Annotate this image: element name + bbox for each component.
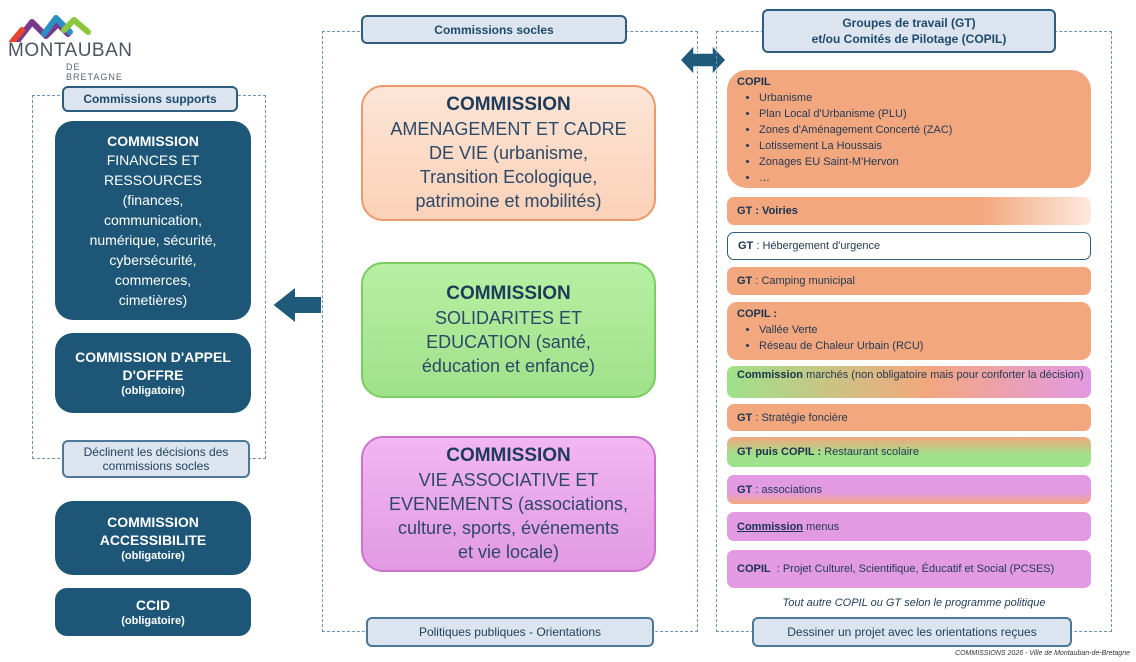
copil-vallee-verte: COPIL : Vallée Verte Réseau de Chaleur U… — [727, 302, 1091, 360]
gt-voiries: GT : Voiries — [727, 197, 1091, 225]
gt-camping: GT : Camping municipal — [727, 267, 1091, 295]
accessibilite-title: COMMISSION — [107, 514, 199, 530]
copil-label: COPIL — [737, 563, 771, 575]
commission-solidarites: COMMISSION SOLIDARITES ET EDUCATION (san… — [361, 262, 656, 398]
solidarites-title: COMMISSION — [446, 283, 571, 304]
commission-appel-offre: COMMISSION D'APPEL D'OFFRE (obligatoire) — [55, 333, 251, 413]
copil-label: COPIL : — [737, 308, 778, 320]
copil-pcses-detail: : Projet Culturel, Scientifique, Éducati… — [770, 563, 1055, 575]
gt-strategie-text: : Stratégie foncière — [752, 411, 848, 424]
gt-label: GT — [737, 411, 753, 424]
commission-menus-text: menus — [803, 520, 840, 533]
finances-line: cimetières) — [118, 291, 188, 308]
double-arrow-icon — [678, 43, 728, 77]
finances-line: FINANCES ET — [106, 151, 200, 168]
commission-finances: COMMISSION FINANCES ET RESSOURCES (finan… — [55, 121, 251, 320]
logo-name: MONTAUBAN — [8, 40, 133, 61]
groupes-footer: Dessiner un projet avec les orientations… — [752, 617, 1072, 647]
commission-marches-detail: marchés (non obligatoire mais pour confo… — [803, 369, 1084, 381]
gt-restaurant-scolaire: GT puis COPIL : Restaurant scolaire — [727, 437, 1091, 467]
appel-title: COMMISSION D'APPEL — [75, 349, 231, 365]
page-footer: COMMISSIONS 2026 - Ville de Montauban-de… — [955, 650, 1130, 657]
solidarites-line: EDUCATION (santé, — [426, 332, 591, 352]
solidarites-line: éducation et enfance) — [421, 356, 596, 376]
copil-label: COPIL — [737, 76, 771, 88]
logo: MONTAUBAN DE BRETAGNE — [8, 12, 138, 82]
copil-pcses-text: COPIL : Projet Culturel, Scientifique, É… — [737, 562, 1077, 576]
gt-label: GT — [737, 275, 753, 287]
groupes-note: Tout autre COPIL ou GT selon le programm… — [782, 597, 1046, 609]
copil-vallee-list: Vallée Verte Réseau de Chaleur Urbain (R… — [737, 322, 1091, 354]
logo-subtitle: DE BRETAGNE — [66, 62, 123, 82]
groupes-header-line: Groupes de travail (GT) — [842, 16, 976, 30]
gt-restaurant-text: Restaurant scolaire — [821, 446, 919, 458]
finances-line: cybersécurité, — [109, 251, 197, 268]
amenagement-line: patrimoine et mobilités) — [415, 191, 602, 211]
commission-ccid: CCID (obligatoire) — [55, 588, 251, 636]
appel-title: D'OFFRE — [122, 367, 184, 383]
commission-label: Commission — [737, 520, 804, 533]
list-item: Vallée Verte — [759, 322, 1091, 338]
gt-associations-text: : associations — [752, 483, 822, 496]
vie-associative-line: culture, sports, événements — [397, 518, 620, 538]
finances-line: commerces, — [114, 271, 192, 288]
vie-associative-line: EVENEMENTS (associations, — [388, 494, 629, 514]
list-item: Urbanisme — [759, 90, 1091, 106]
amenagement-title: COMMISSION — [446, 94, 571, 115]
gt-copil-label: GT puis COPIL : — [737, 446, 822, 458]
finances-line: (finances, — [122, 191, 184, 208]
supports-footer: Déclinent les décisions des commissions … — [62, 440, 250, 478]
appel-note: (obligatoire) — [121, 385, 185, 397]
groupes-header-line: et/ou Comités de Pilotage (COPIL) — [811, 32, 1007, 46]
amenagement-line: DE VIE (urbanisme, — [428, 143, 589, 163]
gt-voiries-label: GT : Voiries — [737, 205, 798, 217]
finances-title: COMMISSION — [107, 132, 199, 149]
list-item: Plan Local d'Urbanisme (PLU) — [759, 106, 1091, 122]
solidarites-line: SOLIDARITES ET — [434, 308, 583, 328]
vie-associative-title: COMMISSION — [446, 445, 571, 466]
commission-accessibilite: COMMISSION ACCESSIBILITE (obligatoire) — [55, 501, 251, 575]
vie-associative-line: et vie locale) — [457, 542, 560, 562]
finances-line: RESSOURCES — [103, 171, 203, 188]
copil-urbanisme: COPIL Urbanisme Plan Local d'Urbanisme (… — [727, 70, 1091, 188]
copil-urbanisme-list: Urbanisme Plan Local d'Urbanisme (PLU) Z… — [737, 90, 1091, 186]
commission-label: Commission — [737, 369, 804, 381]
vie-associative-line: VIE ASSOCIATIVE ET — [418, 470, 599, 490]
socles-footer: Politiques publiques - Orientations — [366, 617, 654, 647]
commission-marches-text: Commission marchés (non obligatoire mais… — [737, 368, 1087, 382]
copil-pcses: COPIL : Projet Culturel, Scientifique, É… — [727, 550, 1091, 588]
amenagement-line: Transition Ecologique, — [419, 167, 598, 187]
commission-vie-associative: COMMISSION VIE ASSOCIATIVE ET EVENEMENTS… — [361, 436, 656, 572]
commission-amenagement: COMMISSION AMENAGEMENT ET CADRE DE VIE (… — [361, 85, 656, 221]
gt-label: GT — [737, 483, 753, 496]
commission-marches: Commission marchés (non obligatoire mais… — [727, 366, 1091, 398]
arrow-left-icon — [270, 283, 323, 327]
amenagement-line: AMENAGEMENT ET CADRE — [390, 119, 627, 139]
commission-menus: Commission menus — [727, 512, 1091, 541]
list-item: … — [759, 170, 1091, 186]
gt-camping-text: : Camping municipal — [752, 275, 855, 287]
supports-header: Commissions supports — [62, 86, 238, 112]
supports-footer-text: Déclinent les décisions des commissions … — [83, 445, 229, 473]
ccid-title: CCID — [135, 597, 171, 613]
list-item: Zonages EU Saint-M'Hervon — [759, 154, 1091, 170]
gt-hebergement-text: : Hébergement d'urgence — [753, 240, 881, 252]
gt-label: GT — [738, 240, 754, 252]
list-item: Réseau de Chaleur Urbain (RCU) — [759, 338, 1091, 354]
ccid-note: (obligatoire) — [121, 615, 185, 627]
socles-header: Commissions socles — [361, 15, 627, 44]
logo-mark-icon — [9, 15, 91, 42]
groupes-header: Groupes de travail (GT) et/ou Comités de… — [762, 9, 1056, 53]
gt-associations: GT : associations — [727, 475, 1091, 504]
finances-line: communication, — [103, 211, 203, 228]
accessibilite-title: ACCESSIBILITE — [99, 532, 207, 548]
list-item: Lotissement La Houssais — [759, 138, 1091, 154]
accessibilite-note: (obligatoire) — [121, 550, 185, 562]
gt-hebergement: GT : Hébergement d'urgence — [727, 232, 1091, 260]
finances-line: numérique, sécurité, — [89, 231, 217, 248]
gt-strategie-fonciere: GT : Stratégie foncière — [727, 404, 1091, 431]
list-item: Zones d'Aménagement Concerté (ZAC) — [759, 122, 1091, 138]
